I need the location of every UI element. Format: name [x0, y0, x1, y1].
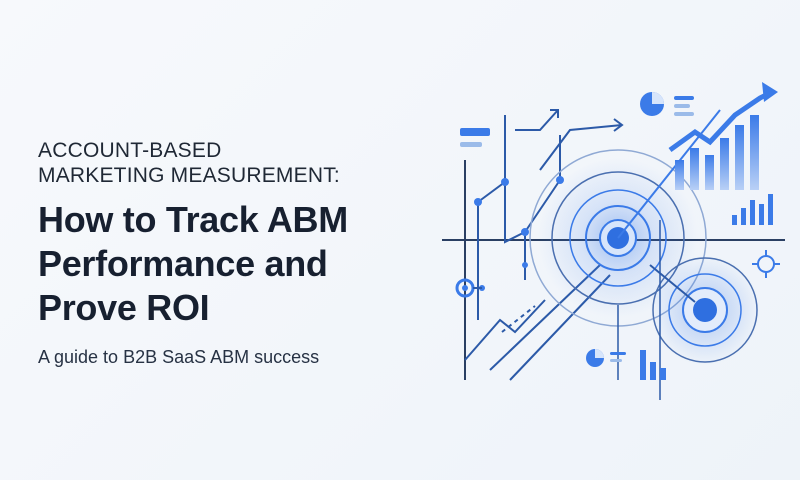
eyebrow: ACCOUNT-BASED MARKETING MEASUREMENT: — [38, 138, 438, 188]
eyebrow-line-2: MARKETING MEASUREMENT: — [38, 164, 340, 187]
crosshair-icon — [752, 250, 780, 278]
hero-text: ACCOUNT-BASED MARKETING MEASUREMENT: How… — [38, 138, 438, 368]
target-icon — [529, 109, 721, 327]
bottom-bar-chart-icon — [640, 350, 666, 380]
bar-chart-icon — [668, 82, 778, 190]
eyebrow-line-1: ACCOUNT-BASED — [38, 139, 222, 162]
title-line-2: Performance and — [38, 243, 328, 284]
network-nodes — [474, 176, 564, 291]
list-icon — [460, 128, 490, 147]
subtitle: A guide to B2B SaaS ABM success — [38, 347, 320, 367]
page-title: How to Track ABM Performance and Prove R… — [38, 198, 438, 330]
trend-arrow-icon — [515, 109, 624, 171]
small-target-icon — [455, 278, 482, 298]
abm-illustration — [442, 82, 785, 400]
title-line-1: How to Track ABM — [38, 199, 348, 240]
pie-list-icon — [586, 349, 626, 367]
title-line-3: Prove ROI — [38, 287, 210, 328]
zigzag-line — [464, 299, 546, 361]
pie-chart-icon — [640, 92, 694, 116]
small-bar-chart-icon — [732, 194, 773, 225]
secondary-target-icon — [649, 255, 760, 365]
